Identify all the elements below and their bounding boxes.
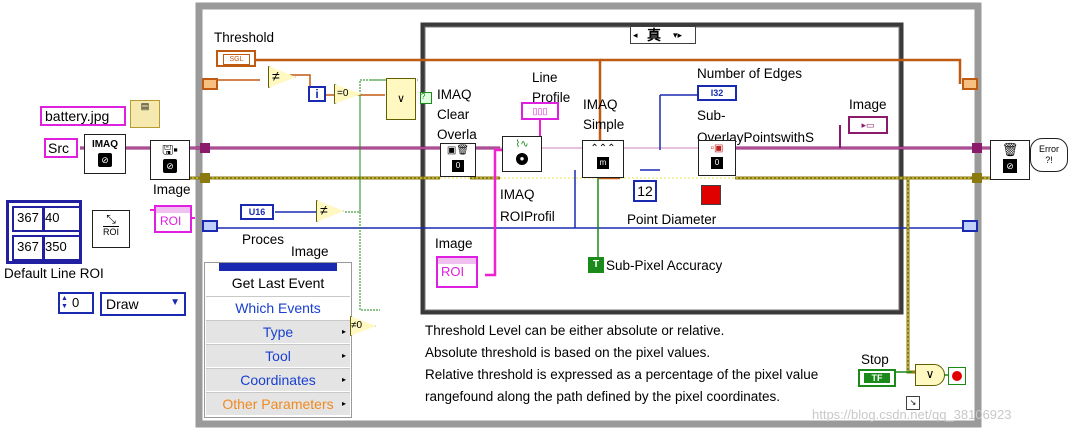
boolean-tunnel: ? (420, 92, 432, 104)
sub-pixel-accuracy-label: Sub-Pixel Accuracy (606, 258, 723, 273)
imaq-clear-overlay-vi[interactable]: ▣🗑 0 (440, 143, 476, 177)
default-line-roi-cluster[interactable]: 367 40 367 350 (6, 200, 82, 264)
imaq-logo-icon: 0 (452, 160, 464, 172)
point-diameter-constant[interactable]: 12 (633, 180, 657, 202)
prev-case-icon[interactable]: ◂ (633, 30, 638, 40)
shift-register-right-top (962, 78, 978, 90)
stop-label: Stop (861, 352, 889, 367)
trash-icon: 🗑 (1001, 142, 1019, 157)
src-constant[interactable]: Src (44, 138, 78, 158)
disk-icon: 🖫▪ (162, 142, 178, 157)
iteration-terminal-icon: ↘ (906, 396, 920, 410)
compound-or-node[interactable]: ∨ (386, 78, 416, 120)
submenu-arrow-icon: ▸ (341, 375, 346, 384)
threshold-label: Threshold (214, 30, 275, 45)
i32-indicator[interactable]: I32 (697, 85, 737, 101)
numeric-zero-control[interactable]: ▲▼ 0 (58, 292, 94, 314)
draw-enum-control[interactable]: Draw ▼ (100, 292, 186, 316)
threshold-comment-line-4: rangefound along the path defined by the… (425, 389, 781, 404)
point-diameter-label: Point Diameter (627, 212, 717, 227)
imaq-logo-icon: ⊘ (163, 159, 177, 173)
case-structure-frame (420, 22, 904, 315)
sub-pixel-boolean-constant[interactable]: T (588, 257, 604, 273)
tunnel-purple-right (972, 143, 982, 153)
stop-circle-icon (951, 370, 962, 381)
edge-detect-icon: ⌃⌃⌃ (590, 143, 616, 154)
roi-value-2[interactable]: 40 (43, 206, 81, 232)
submenu-arrow-icon: ▸ (341, 327, 346, 336)
image-label-left: Image (153, 182, 191, 197)
proces-label: Proces (242, 232, 285, 247)
threshold-wire-orange (240, 58, 620, 180)
tunnel-olive-right (972, 173, 982, 183)
shift-register-left-top (202, 78, 218, 90)
overlay-points-vi[interactable]: ▫▣ 0 (698, 140, 736, 176)
case-dropdown-icon[interactable]: ▾▸ (673, 30, 683, 40)
imaq-simple-edge-vi[interactable]: ⌃⌃⌃ m (582, 140, 624, 178)
roi-value-4[interactable]: 350 (43, 235, 81, 261)
menu-item-get-last-event[interactable]: Get Last Event (206, 272, 350, 295)
while-loop-frame (195, 2, 982, 428)
threshold-comment-line-2: Absolute threshold is based on the pixel… (425, 345, 711, 360)
read-file-icon: ▤ (130, 100, 160, 128)
loop-condition-stop-icon[interactable] (948, 367, 966, 385)
imaq-readfile-vi[interactable]: 🖫▪ ⊘ (150, 140, 190, 180)
line-profile-indicator[interactable]: ▯▯▯ (521, 102, 559, 120)
increment-arrows-icon[interactable]: ▲▼ (61, 295, 68, 310)
tunnel-olive-left (200, 173, 210, 183)
image-label-case: Image (435, 236, 473, 251)
number-of-edges-label: Number of Edges (697, 66, 803, 81)
stop-wire (906, 178, 925, 374)
image-label-right: Image (849, 97, 887, 112)
roi-indicator-left[interactable]: ROI (154, 205, 192, 233)
or-node[interactable]: ∨ (915, 364, 945, 386)
imaq-logo-icon: 0 (711, 157, 723, 169)
image-label-mid: Image (291, 244, 329, 259)
shift-register-left-bottom (202, 220, 218, 232)
imaq-logo-icon: ⊘ (1003, 159, 1017, 173)
threshold-comment-line-1: Threshold Level can be either absolute o… (425, 323, 725, 338)
line-roi-icon: ⤡ (106, 212, 116, 226)
error-handler-vi[interactable]: Error?! (1030, 138, 1068, 172)
submenu-arrow-icon: ▸ (341, 351, 346, 360)
overlay-points-icon: ▫▣ (710, 143, 724, 154)
menu-item-which-events[interactable]: Which Events (206, 296, 350, 319)
u16-constant[interactable]: U16 (240, 204, 274, 220)
file-path-constant[interactable]: battery.jpg (40, 106, 126, 126)
imaq-create-vi[interactable]: IMAQ ⊘ (84, 134, 126, 174)
property-node-header (219, 263, 337, 271)
imaq-roiprofile-vi[interactable]: ⌇∿ ● (502, 136, 542, 172)
tunnel-purple-left (200, 143, 210, 153)
overlay-clear-icon: ▣🗑 (446, 145, 470, 156)
profile-graph-icon: ⌇∿ (515, 139, 529, 150)
menu-item-coordinates[interactable]: Coordinates▸ (206, 368, 350, 391)
i-constant[interactable]: i (308, 86, 326, 102)
case-selector[interactable]: ◂ 真 ▾▸ (630, 26, 696, 44)
threshold-comment-line-3: Relative threshold is expressed as a per… (425, 367, 819, 382)
imaq-dispose-vi[interactable]: 🗑 ⊘ (990, 140, 1030, 180)
line-to-roi-vi[interactable]: ⤡ ROI (92, 210, 130, 248)
imaq-logo-icon: ⊘ (98, 153, 112, 167)
stop-boolean-control[interactable]: TF (858, 369, 896, 387)
menu-item-tool[interactable]: Tool▸ (206, 344, 350, 367)
color-constant[interactable] (701, 185, 721, 205)
roi-indicator-case[interactable]: ROI (436, 256, 478, 288)
roi-value-3[interactable]: 367 (12, 235, 44, 261)
menu-item-other-parameters[interactable]: Other Parameters▸ (206, 392, 350, 415)
watermark: https://blog.csdn.net/qq_38106923 (812, 407, 1012, 422)
menu-item-type[interactable]: Type▸ (206, 320, 350, 343)
imaq-logo-icon: m (597, 157, 609, 169)
submenu-arrow-icon: ▸ (341, 399, 346, 408)
dropdown-arrow-icon[interactable]: ▼ (170, 297, 180, 308)
roi-value-1[interactable]: 367 (12, 206, 44, 232)
threshold-control[interactable]: SGL (216, 50, 256, 67)
imaq-logo-icon: ● (516, 153, 528, 165)
image-indicator-right[interactable]: ▸▭ (848, 116, 888, 134)
default-line-roi-label: Default Line ROI (4, 266, 104, 281)
shift-register-right-bottom (962, 220, 978, 232)
